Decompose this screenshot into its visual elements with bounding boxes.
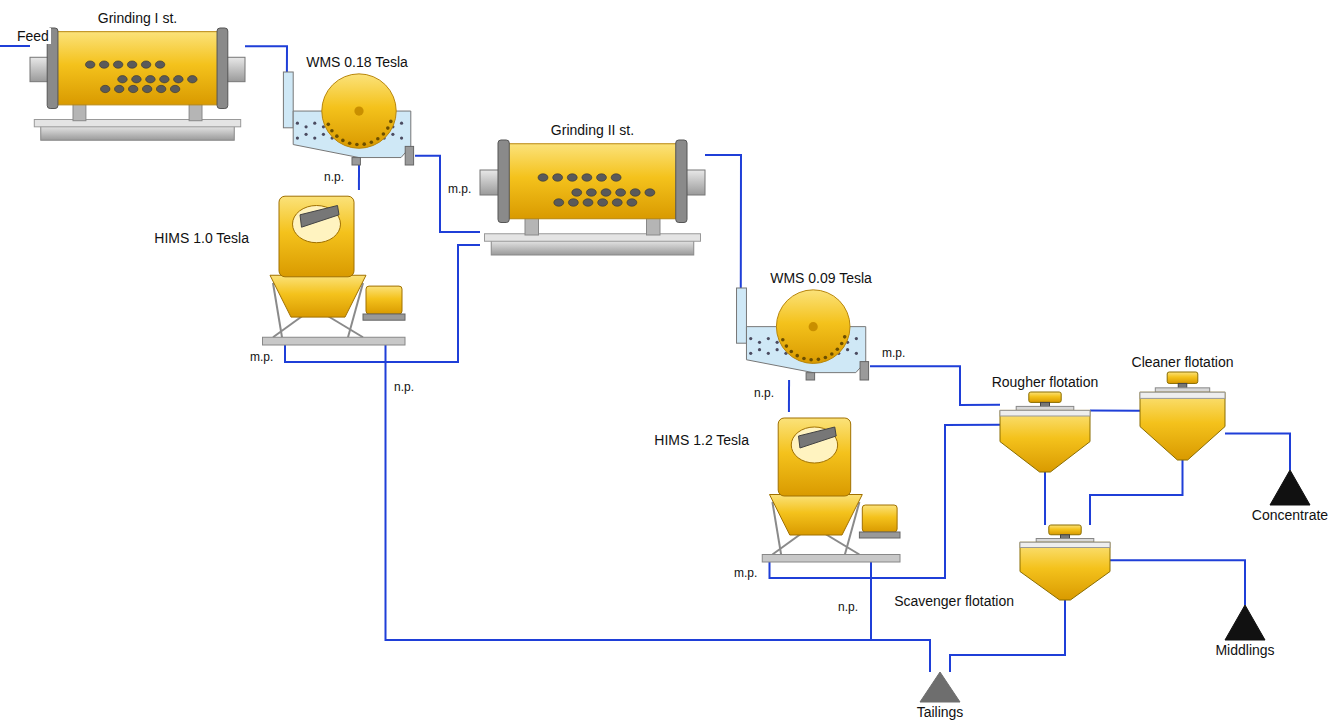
equipment-label: WMS 0.09 Tesla	[770, 270, 872, 286]
equipment-node: WMS 0.18 Tesla	[275, 72, 415, 165]
wms-symbol	[728, 288, 870, 380]
flow-line	[870, 366, 1000, 405]
equipment-label: Scavenger flotation	[894, 593, 1014, 609]
flot-symbol	[1140, 372, 1225, 460]
equipment-label: Middlings	[1215, 642, 1274, 658]
equipment-node: HIMS 1.2 Tesla	[755, 412, 900, 562]
stream-label: n.p.	[836, 600, 860, 614]
equipment-node: Cleaner flotation	[1140, 372, 1225, 460]
stream-label: m.p.	[880, 346, 907, 360]
equipment-label: Cleaner flotation	[1132, 354, 1234, 370]
equipment-label: WMS 0.18 Tesla	[306, 54, 408, 70]
flow-line	[245, 46, 287, 72]
equipment-label: Rougher flotation	[992, 374, 1099, 390]
feed-line	[0, 45, 30, 47]
flow-line	[705, 155, 741, 288]
equipment-label: HIMS 1.0 Tesla	[154, 230, 249, 246]
flow-line	[788, 380, 790, 412]
input-label: Feed	[15, 28, 51, 44]
pile-symbol	[1270, 470, 1310, 505]
mill-symbol	[30, 28, 245, 150]
equipment-label: Tailings	[917, 704, 964, 720]
stream-label: m.p.	[732, 566, 759, 580]
flot-symbol	[1020, 525, 1110, 600]
flow-line	[1090, 460, 1183, 525]
equipment-node: Tailings	[920, 672, 960, 702]
flow-line	[415, 156, 480, 232]
equipment-label: Grinding II st.	[551, 122, 634, 138]
flow-line	[358, 165, 360, 190]
stream-label: m.p.	[446, 182, 473, 196]
equipment-label: HIMS 1.2 Tesla	[654, 432, 749, 448]
flow-line	[1090, 409, 1140, 411]
mill-symbol	[480, 140, 705, 265]
equipment-node: Grinding I st.	[30, 28, 245, 150]
flot-symbol	[1000, 392, 1090, 472]
equipment-node: Middlings	[1225, 605, 1265, 640]
pile-symbol	[920, 672, 960, 702]
equipment-node: Rougher flotation	[1000, 392, 1090, 472]
equipment-label: Grinding I st.	[98, 10, 177, 26]
flow-line	[1110, 560, 1245, 605]
equipment-node: Concentrate	[1270, 470, 1310, 505]
equipment-node: HIMS 1.0 Tesla	[255, 190, 405, 345]
stream-label: n.p.	[752, 386, 776, 400]
hims-symbol	[755, 412, 900, 562]
flow-line	[1225, 434, 1290, 470]
flow-line	[950, 600, 1065, 672]
pile-symbol	[1225, 605, 1265, 640]
stream-label: n.p.	[392, 380, 416, 394]
wms-symbol	[275, 72, 415, 165]
flow-line	[871, 562, 930, 672]
flow-line	[1044, 472, 1046, 525]
equipment-label: Concentrate	[1252, 507, 1328, 523]
hims-symbol	[255, 190, 405, 345]
equipment-node: Grinding II st.	[480, 140, 705, 265]
equipment-node: WMS 0.09 Tesla	[728, 288, 870, 380]
flow-line	[386, 345, 931, 672]
stream-label: n.p.	[322, 170, 346, 184]
equipment-node: Scavenger flotation	[1020, 525, 1110, 600]
stream-label: m.p.	[248, 350, 275, 364]
